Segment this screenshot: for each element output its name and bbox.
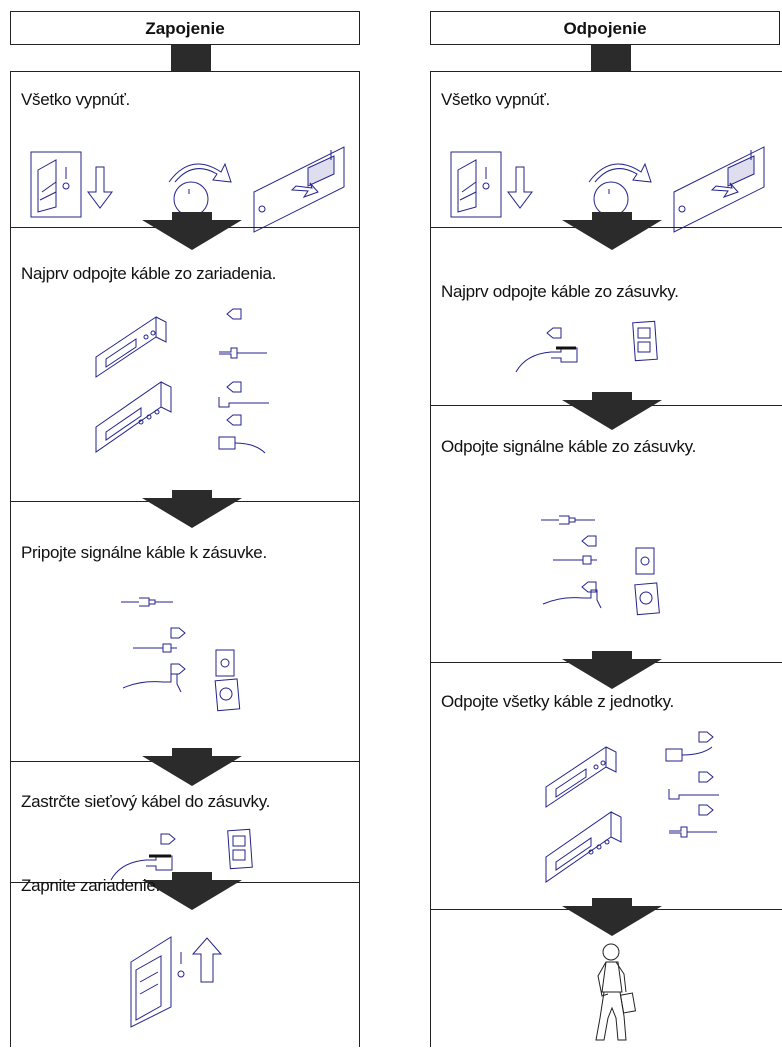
disconnect-header: Odpojenie: [430, 11, 780, 45]
power-on-illustration: [130, 936, 223, 1028]
step-text-power-on: Zapnite zariadenie.: [21, 876, 160, 895]
unplug-power-cable-illustration: [515, 320, 658, 373]
step-text-unplug-device: Najprv odpojte káble zo zariadenia.: [21, 264, 277, 283]
step-text-switch-off: Všetko vypnúť.: [21, 90, 130, 109]
step-text-switch-off: Všetko vypnúť.: [441, 90, 550, 109]
step-text-unplug-unit: Odpojte všetky káble z jednotky.: [441, 692, 674, 711]
power-off-illustration: [30, 146, 345, 233]
connect-column: Zapojenie Všetko vypnúť.: [10, 0, 362, 1047]
step-text-plug-power: Zastrčte sieťový kábel do zásuvky.: [21, 792, 271, 811]
down-arrow-icon: [142, 748, 242, 786]
header-connector: [591, 45, 631, 71]
power-off-illustration: [450, 146, 765, 233]
header-connector: [171, 45, 211, 71]
disconnect-signal-cables-illustration: [541, 515, 660, 616]
step-text-unplug-signal: Odpojte signálne káble zo zásuvky.: [441, 437, 697, 456]
down-arrow-icon: [562, 392, 662, 430]
disconnect-unit-cables-illustration: [545, 731, 719, 883]
disconnect-steps-frame: Všetko vypnúť. Naj: [430, 71, 782, 1047]
connect-steps-frame: Všetko vypnúť. Naj: [10, 71, 360, 1047]
down-arrow-icon: [562, 898, 662, 936]
down-arrow-icon: [562, 651, 662, 689]
step-text-connect-signal: Pripojte signálne káble k zásuvke.: [21, 543, 267, 562]
unplug-device-cables-illustration: [95, 308, 269, 454]
connect-header: Zapojenie: [10, 11, 360, 45]
plug-power-cable-illustration: [110, 828, 253, 881]
down-arrow-icon: [142, 872, 242, 910]
down-arrow-icon: [142, 212, 242, 250]
connect-signal-cables-illustration: [121, 597, 241, 712]
down-arrow-icon: [562, 212, 662, 250]
disconnect-column: Odpojenie Všetko vypnúť.: [430, 0, 782, 1047]
step-text-unplug-outlet: Najprv odpojte káble zo zásuvky.: [441, 282, 679, 301]
walking-person-illustration: [595, 943, 637, 1041]
down-arrow-icon: [142, 490, 242, 528]
